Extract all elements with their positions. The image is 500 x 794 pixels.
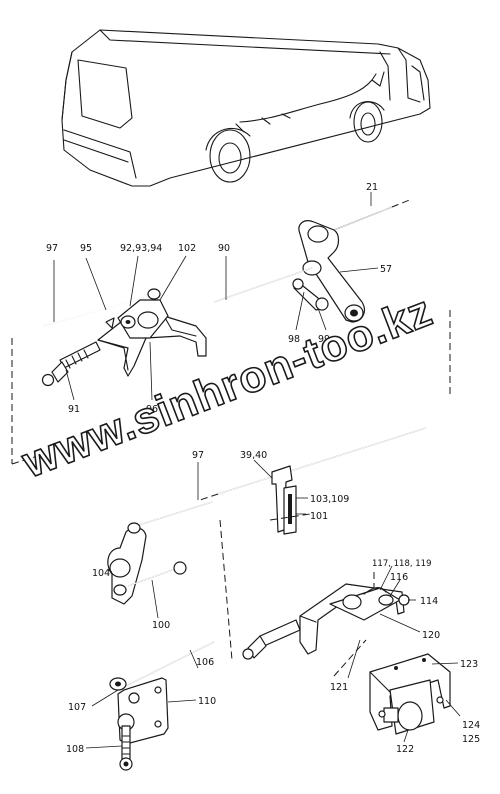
label-103-109: 103,109 [310,494,349,505]
label-110: 110 [198,696,216,707]
label-90: 90 [218,243,230,254]
middle-linkage-assembly [107,427,427,605]
label-97-upper: 97 [46,243,58,254]
right-bracket-assembly [242,583,410,660]
label-98: 98 [288,334,300,345]
label-97-middle: 97 [192,450,204,461]
label-116: 116 [390,572,408,583]
housing-assembly [369,653,451,735]
label-104: 104 [92,568,110,579]
lower-left-assembly [109,641,215,771]
label-125: 125 [462,734,480,745]
label-57: 57 [380,264,392,275]
label-123: 123 [460,659,478,670]
label-99: 99 [318,334,330,345]
label-102: 102 [178,243,196,254]
label-107: 107 [68,702,86,713]
label-106: 106 [196,657,214,668]
label-120: 120 [422,630,440,641]
label-100: 100 [152,620,170,631]
bus-illustration [61,29,431,187]
leader-lines [53,192,461,749]
label-117-118-119: 117, 118, 119 [372,559,431,569]
label-96: 96 [146,404,158,415]
part-labels: 21 57 97 95 92,93,94 102 90 98 99 91 96 … [46,182,480,755]
label-92-93-94: 92,93,94 [120,243,162,254]
grouping-dashed-lines [11,310,451,677]
label-114: 114 [420,596,438,607]
label-101: 101 [310,511,328,522]
label-39-40: 39,40 [240,450,267,461]
label-122: 122 [396,744,414,755]
label-124: 124 [462,720,480,731]
label-108: 108 [66,744,84,755]
upper-linkage-assembly [41,198,413,387]
label-121: 121 [330,682,348,693]
label-21: 21 [366,182,378,193]
label-95: 95 [80,243,92,254]
label-91: 91 [68,404,80,415]
